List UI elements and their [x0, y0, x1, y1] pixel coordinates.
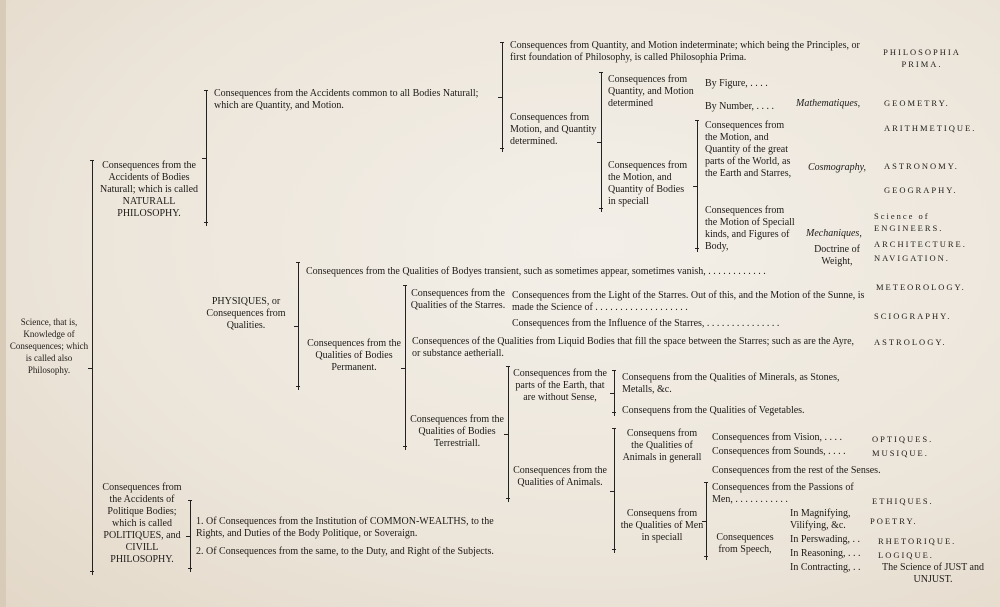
permanent: Consequences from the Qualities of Bodie…	[307, 338, 401, 373]
arithmetique: ARITHMETIQUE.	[884, 123, 977, 133]
vision: Consequences from Vision, . . . .	[712, 432, 843, 443]
by-figure: By Figure, . . . .	[705, 78, 768, 89]
sounds: Consequences from Sounds, . . . .	[712, 446, 846, 457]
great-parts: Consequences from the Motion, and Quanti…	[705, 120, 792, 179]
influence: Consequences from the Influence of the S…	[512, 318, 780, 329]
poetry: POETRY.	[870, 516, 918, 526]
motion-determined: Consequences from Quantity, and Motion d…	[608, 74, 694, 109]
astronomy: ASTRONOMY.	[884, 161, 959, 171]
starres: Consequences from the Qualities of the S…	[410, 288, 506, 311]
page-gutter	[0, 0, 6, 607]
ayre: Consequences of the Qualities from Liqui…	[412, 336, 855, 359]
astrology: ASTROLOGY.	[874, 337, 947, 347]
architecture: ARCHITECTURE.	[874, 239, 967, 249]
musique: MUSIQUE.	[872, 448, 929, 458]
cosmography: Cosmography,	[808, 162, 867, 173]
brace	[597, 72, 606, 212]
mathematiques: Mathematiques,	[796, 98, 861, 109]
optiques: OPTIQUES.	[872, 434, 934, 444]
animals: Consequences from the Qualities of Anima…	[513, 465, 607, 488]
minerals: Consequens from the Qualities of Mineral…	[622, 372, 840, 395]
natural-philosophy: Consequences from the Accidents of Bodie…	[99, 160, 199, 219]
special-kinds: Consequences from the Motion of Speciall…	[705, 205, 795, 252]
special-bodies: Consequences from the Motion, and Quanti…	[608, 160, 688, 207]
brace	[610, 428, 619, 553]
rest-senses: Consequences from the rest of the Senses…	[712, 465, 881, 476]
physiques: PHYSIQUES, or Consequences from Qualitie…	[206, 296, 286, 331]
brace	[186, 500, 195, 572]
light: Consequences from the Light of the Starr…	[512, 290, 865, 313]
logique: LOGIQUE.	[878, 550, 934, 560]
politiques: Consequences from the Accidents of Polit…	[102, 482, 182, 565]
earth-parts: Consequences from the parts of the Earth…	[513, 368, 607, 403]
brace	[702, 482, 711, 560]
animals-generall: Consequens from the Qualities of Animals…	[622, 428, 702, 463]
philosophia-prima: PHILOSOPHIA PRIMA.	[883, 47, 961, 69]
men-speciall: Consequens from the Qualities of Men in …	[620, 508, 704, 543]
navigation: NAVIGATION.	[874, 253, 950, 263]
politique-item-1: 1. Of Consequences from the Institution …	[196, 516, 494, 539]
brace	[202, 90, 211, 226]
transient: Consequences from the Qualities of Bodye…	[306, 266, 766, 277]
brace	[294, 262, 303, 390]
contracting: In Contracting, . .	[790, 562, 861, 573]
terrestriall: Consequences from the Qualities of Bodie…	[410, 414, 504, 449]
mechaniques: Mechaniques,	[806, 228, 862, 239]
brace	[401, 285, 410, 450]
speech: Consequences from Speech,	[716, 532, 774, 555]
doctrine-weight: Doctrine of Weight,	[814, 244, 860, 267]
brace	[504, 366, 513, 502]
engineers: Science of ENGINEERS.	[874, 211, 944, 233]
ethiques: ETHIQUES.	[872, 496, 934, 506]
brace	[693, 120, 702, 252]
brace	[610, 370, 619, 416]
brace	[88, 160, 97, 575]
just-unjust: The Science of JUST and UNJUST.	[881, 562, 984, 585]
vegetables: Consequens from the Qualities of Vegetab…	[622, 405, 805, 416]
reasoning: In Reasoning, . . .	[790, 548, 861, 559]
magnifying: In Magnifying, Vilifying, &c.	[790, 508, 851, 531]
indeterminate: Consequences from Quantity, and Motion i…	[510, 40, 860, 63]
sciography: SCIOGRAPHY.	[874, 311, 952, 321]
by-number: By Number, . . . .	[705, 101, 775, 112]
root-science: Science, that is, Knowledge of Consequen…	[9, 317, 89, 375]
determined: Consequences from Motion, and Quantity d…	[510, 112, 597, 147]
geography: GEOGRAPHY.	[884, 185, 958, 195]
brace	[498, 42, 507, 152]
passions: Consequences from the Passions of Men, .…	[712, 482, 854, 505]
common-accidents: Consequences from the Accidents common t…	[214, 88, 479, 111]
geometry: GEOMETRY.	[884, 98, 950, 108]
meteorology: METEOROLOGY.	[876, 282, 966, 292]
perswading: In Perswading, . .	[790, 534, 860, 545]
rhetorique: RHETORIQUE.	[878, 536, 957, 546]
politique-item-2: 2. Of Consequences from the same, to the…	[196, 546, 494, 557]
